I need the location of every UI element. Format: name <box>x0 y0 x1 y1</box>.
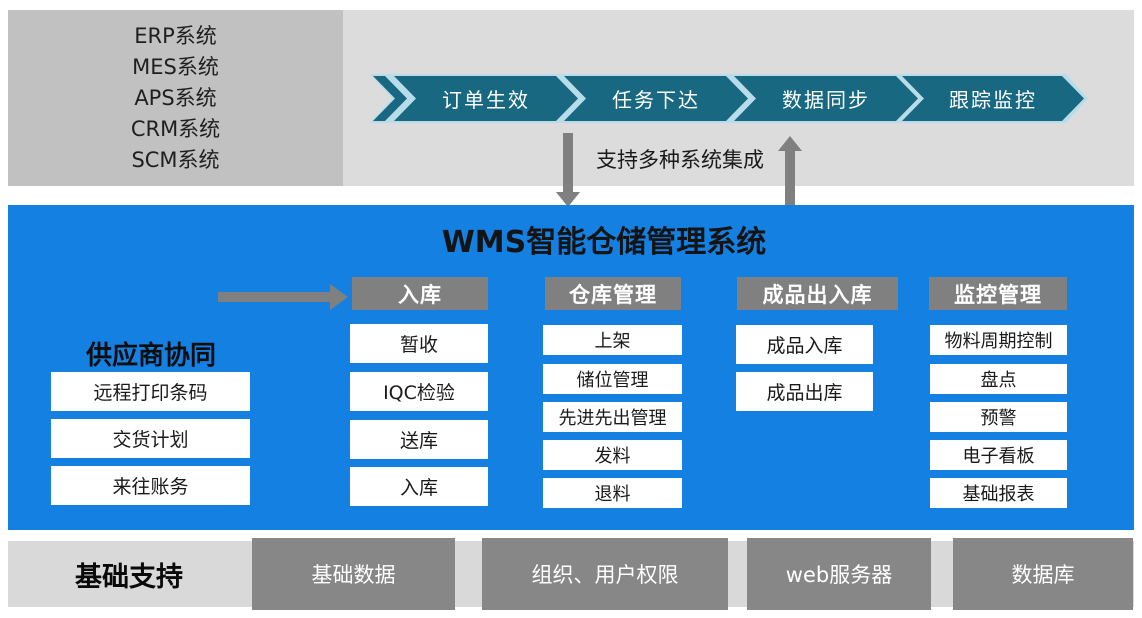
base-support-title: 基础支持 <box>75 561 183 593</box>
flow-step-order: 订单生效 <box>394 76 578 121</box>
flow-step-sync: 数据同步 <box>734 76 918 121</box>
monitor-item-eboard: 电子看板 <box>930 440 1067 470</box>
monitor-item-alert: 预警 <box>930 402 1067 432</box>
monitor-item-reports: 基础报表 <box>930 478 1067 508</box>
finished-item-outbound: 成品出库 <box>736 372 873 411</box>
down-arrow-icon <box>563 133 573 192</box>
inbound-item-iqc: IQC检验 <box>350 372 488 411</box>
external-systems-box: ERP系统 MES系统 APS系统 CRM系统 SCM系统 <box>8 10 343 186</box>
system-item-crm: CRM系统 <box>130 116 221 141</box>
monitor-item-cycle: 物料周期控制 <box>930 325 1067 355</box>
col-header-inbound: 入库 <box>352 277 488 310</box>
right-arrow-head-icon <box>330 284 348 310</box>
wms-panel: WMS智能仓储管理系统 供应商协同 远程打印条码 交货计划 来往账务 入库 暂收… <box>8 205 1134 530</box>
supplier-item-delivery-plan: 交货计划 <box>51 419 250 458</box>
col-header-finished-goods: 成品出入库 <box>737 277 898 310</box>
up-arrow-head-icon <box>778 136 802 151</box>
integration-note: 支持多种系统集成 <box>596 148 764 172</box>
integration-flow-band: 订单生效 任务下达 数据同步 跟踪监控 <box>370 74 1088 123</box>
system-item-aps: APS系统 <box>134 85 217 110</box>
supplier-section-title: 供应商协同 <box>85 341 216 371</box>
support-item-org-permissions: 组织、用户权限 <box>482 538 728 610</box>
up-arrow-icon <box>785 150 795 205</box>
flow-step-task: 任务下达 <box>564 76 748 121</box>
flow-step-monitor: 跟踪监控 <box>902 76 1084 121</box>
warehouse-item-shelve: 上架 <box>543 325 682 355</box>
warehouse-item-return: 退料 <box>543 478 682 508</box>
monitor-item-stocktake: 盘点 <box>930 364 1067 394</box>
base-support-band: 基础支持 基础数据 组织、用户权限 web服务器 数据库 <box>8 538 1134 610</box>
inbound-item-putin: 入库 <box>350 467 488 506</box>
right-arrow-icon <box>218 292 330 302</box>
col-header-warehouse: 仓库管理 <box>545 277 681 310</box>
inbound-item-temp-receipt: 暂收 <box>350 324 488 363</box>
support-item-database: 数据库 <box>953 538 1133 610</box>
supplier-item-barcode: 远程打印条码 <box>51 372 250 411</box>
system-item-scm: SCM系统 <box>131 147 220 172</box>
external-systems-band: ERP系统 MES系统 APS系统 CRM系统 SCM系统 订单生效 任务下达 … <box>8 10 1134 186</box>
support-item-base-data: 基础数据 <box>252 538 455 610</box>
system-item-mes: MES系统 <box>132 54 219 79</box>
warehouse-item-issue: 发料 <box>543 440 682 470</box>
finished-item-inbound: 成品入库 <box>736 325 873 364</box>
supplier-item-accounts: 来往账务 <box>51 466 250 505</box>
down-arrow-head-icon <box>556 192 580 207</box>
wms-title: WMS智能仓储管理系统 <box>441 225 767 260</box>
warehouse-item-fifo: 先进先出管理 <box>543 402 682 432</box>
col-header-monitoring: 监控管理 <box>929 277 1067 310</box>
support-item-web-server: web服务器 <box>747 538 931 610</box>
inbound-item-send: 送库 <box>350 420 488 459</box>
system-item-erp: ERP系统 <box>134 23 217 48</box>
warehouse-item-location: 储位管理 <box>543 364 682 394</box>
